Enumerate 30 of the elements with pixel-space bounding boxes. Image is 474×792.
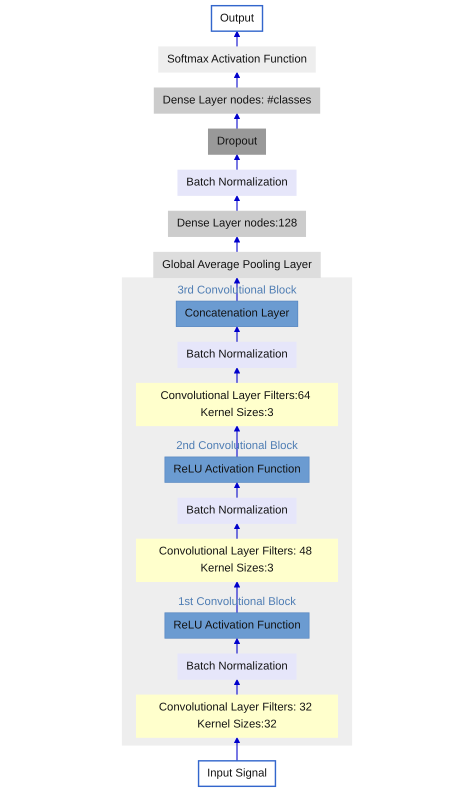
node-box: Dropout [208,128,266,155]
node-box: Batch Normalization [177,170,297,196]
node-box: Dense Layer nodes: #classes [154,88,320,114]
node-box: Output [210,4,264,32]
node-box: Convolutional Layer Filters: 32 Kernel Sizes:32 [136,694,338,738]
node-box: Dense Layer nodes:128 [168,210,306,237]
arrow [234,113,240,129]
arrow [234,236,240,252]
arrow [234,523,240,540]
node-box: Convolutional Layer Filters:64 Kernel Sizes:3 [136,382,338,426]
arrow [234,638,240,654]
node-box: ReLU Activation Function [164,612,310,639]
arrow [234,737,240,761]
arrow [234,195,240,212]
arrow [234,482,240,498]
arrow [234,30,240,47]
node-box: Batch Normalization [177,654,297,680]
node-box: Global Average Pooling Layer [153,252,321,278]
node-box: Input Signal [198,760,276,788]
node-box: Batch Normalization [177,498,297,524]
node-box: Batch Normalization [177,342,297,368]
arrow [234,154,240,170]
arrow [234,679,240,695]
arrow [234,367,240,384]
arrow [234,72,240,88]
node-box: Softmax Activation Function [158,46,316,73]
node-box: Convolutional Layer Filters: 48 Kernel Sizes:3 [136,538,338,582]
arrow [234,326,240,342]
node-box: ReLU Activation Function [164,456,310,483]
node-box: Concatenation Layer [176,300,298,327]
